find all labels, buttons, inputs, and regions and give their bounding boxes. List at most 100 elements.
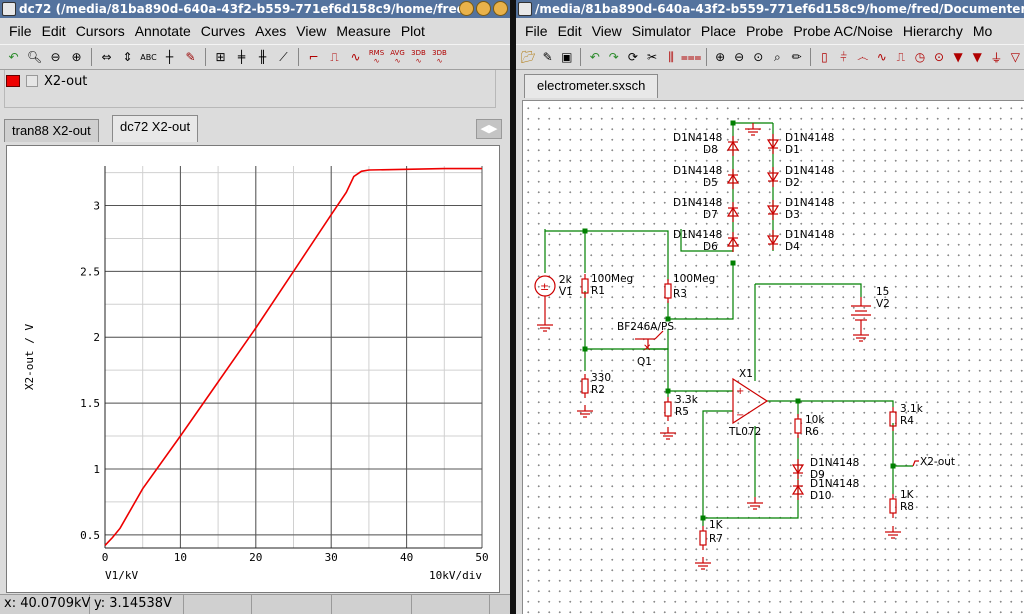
edit-icon[interactable]: ✎ [542, 50, 553, 64]
pulse-icon[interactable]: ⎍ [896, 49, 906, 64]
refresh-icon[interactable]: ⟳ [627, 50, 638, 64]
q1-jfet[interactable] [635, 330, 664, 349]
schem-titlebar[interactable]: /media/81ba890d-640a-43f2-b559-771ef6d15… [516, 0, 1024, 18]
menu-more[interactable]: Mo [972, 23, 993, 39]
probe-marker: ✕ [643, 343, 651, 354]
schematic-canvas[interactable]: D1N4148 D8 D1N4148 D5 D1N4148 D7 D1N4148… [522, 100, 1024, 614]
capacitor-icon[interactable]: ⫩ [840, 49, 848, 64]
wave-titlebar[interactable]: dc72 (/media/81ba890d-640a-43f2-b559-771… [0, 0, 510, 18]
zoom-y-icon[interactable]: ⇕ [122, 50, 133, 64]
menu-probe[interactable]: Probe [745, 23, 784, 39]
schematic-drawing[interactable]: D1N4148 D8 D1N4148 D5 D1N4148 D7 D1N4148… [523, 101, 1024, 614]
3db-icon[interactable]: 3DB∿ [411, 49, 426, 65]
v1-source[interactable]: ± [534, 275, 556, 332]
zoom-out-icon[interactable]: ⊖ [50, 50, 61, 64]
pencil-icon[interactable]: ✏ [791, 50, 802, 64]
menu-file[interactable]: File [9, 23, 32, 39]
r6-resistor[interactable] [794, 413, 802, 439]
menu-edit[interactable]: Edit [557, 23, 582, 39]
zoom-out-icon[interactable]: ⊖ [734, 50, 745, 64]
zoom-x-icon[interactable]: ⇔ [101, 50, 112, 64]
menu-plot[interactable]: Plot [400, 23, 425, 39]
sine-icon[interactable]: ∿ [876, 50, 887, 64]
redo-icon[interactable]: ↷ [608, 50, 619, 64]
step-icon[interactable]: ⌐ [308, 50, 319, 64]
r3-resistor[interactable] [664, 278, 672, 304]
r4-resistor[interactable] [889, 406, 897, 432]
tab-scroll-arrows[interactable]: ◀▶ [476, 119, 502, 139]
cursor-icon[interactable]: ┼ [165, 50, 174, 64]
menu-axes[interactable]: Axes [255, 23, 287, 39]
menu-edit[interactable]: Edit [41, 23, 66, 39]
ground-icon[interactable]: ⏚ [990, 50, 1003, 65]
menu-cursors[interactable]: Cursors [75, 23, 125, 39]
tab-tran88[interactable]: tran88 X2-out [4, 119, 99, 142]
r8-resistor[interactable] [889, 493, 897, 519]
legend-label[interactable]: X2-out [44, 73, 88, 89]
junctions [582, 120, 896, 521]
menu-hierarchy[interactable]: Hierarchy [902, 23, 963, 39]
close-button[interactable] [493, 1, 508, 16]
menu-probe-ac-noise[interactable]: Probe AC/Noise [793, 23, 893, 39]
r5-resistor[interactable] [664, 396, 672, 422]
menu-measure[interactable]: Measure [336, 23, 391, 39]
grid-x-icon[interactable]: ╪ [237, 50, 246, 64]
output-port[interactable] [912, 460, 919, 467]
page-tab[interactable]: electrometer.sxsch [524, 74, 659, 98]
menu-file[interactable]: File [525, 23, 548, 39]
d10-diode[interactable] [792, 479, 804, 501]
resistor-icon[interactable]: ▯ [821, 50, 828, 64]
minimize-button[interactable] [459, 1, 474, 16]
r7-resistor[interactable] [699, 525, 707, 551]
menu-view[interactable]: View [296, 23, 327, 39]
supply-icon[interactable]: ▽ [1010, 50, 1021, 64]
cut-icon[interactable]: ✂ [646, 50, 658, 64]
component-icon[interactable]: ⫼ [668, 49, 674, 64]
r1-resistor[interactable] [581, 273, 589, 299]
inductor-icon[interactable]: ෴ [856, 49, 869, 64]
zoom-fit-icon[interactable]: ⊙ [753, 50, 764, 64]
r2-resistor[interactable] [581, 373, 589, 399]
zoom-select-icon[interactable]: ⌕ [774, 49, 781, 64]
label-icon[interactable]: ABC [140, 52, 157, 62]
menu-place[interactable]: Place [700, 23, 736, 39]
d9-diode[interactable] [792, 458, 804, 480]
save-icon[interactable]: ▣ [561, 50, 573, 64]
probe-icon[interactable]: ⊙ [934, 50, 945, 64]
status-cell [252, 595, 332, 614]
maximize-button[interactable] [476, 1, 491, 16]
rms-icon[interactable]: RMS∿ [368, 49, 385, 65]
menu-annotate[interactable]: Annotate [134, 23, 191, 39]
x1-opamp[interactable]: + − [732, 377, 769, 425]
zoom-in-icon[interactable]: 🔍︎ [26, 50, 43, 64]
legend-checkbox[interactable] [26, 75, 38, 87]
zoom-fit-icon[interactable]: ⊕ [71, 50, 82, 64]
clock-icon[interactable]: ◷ [914, 50, 926, 64]
undo-icon[interactable]: ↶ [589, 50, 600, 64]
grid-y-icon[interactable]: ╫ [258, 50, 267, 64]
crop-icon[interactable]: ✎ [185, 50, 196, 64]
status-cell [332, 595, 412, 614]
3db-hi-icon[interactable]: 3DB∿ [432, 49, 447, 65]
menu-view[interactable]: View [591, 23, 622, 39]
open-icon[interactable]: 📂︎ [520, 50, 537, 64]
menu-simulator[interactable]: Simulator [631, 23, 691, 39]
zoom-in-icon[interactable]: ⊕ [715, 50, 726, 64]
edge-icon[interactable]: ⎍ [330, 49, 339, 64]
v2-supply[interactable] [851, 297, 871, 329]
y-tick-label: 2 [93, 331, 100, 344]
d9-model: D1N4148 [810, 457, 859, 469]
bus-icon[interactable]: ⩶ [680, 49, 702, 64]
ringing-icon[interactable]: ∿ [350, 50, 361, 64]
grid-icon[interactable]: ⊞ [215, 50, 226, 64]
bode-icon[interactable]: ⟋ [279, 49, 288, 64]
avg-icon[interactable]: AVG∿ [390, 49, 405, 65]
menu-curves[interactable]: Curves [200, 23, 246, 39]
diode2-icon[interactable]: ▼ [972, 50, 982, 64]
undo-icon[interactable]: ↶ [8, 50, 19, 64]
tab-dc72[interactable]: dc72 X2-out [112, 115, 199, 142]
legend-color-swatch[interactable] [6, 75, 20, 87]
diode-icon[interactable]: ▼ [953, 50, 963, 64]
